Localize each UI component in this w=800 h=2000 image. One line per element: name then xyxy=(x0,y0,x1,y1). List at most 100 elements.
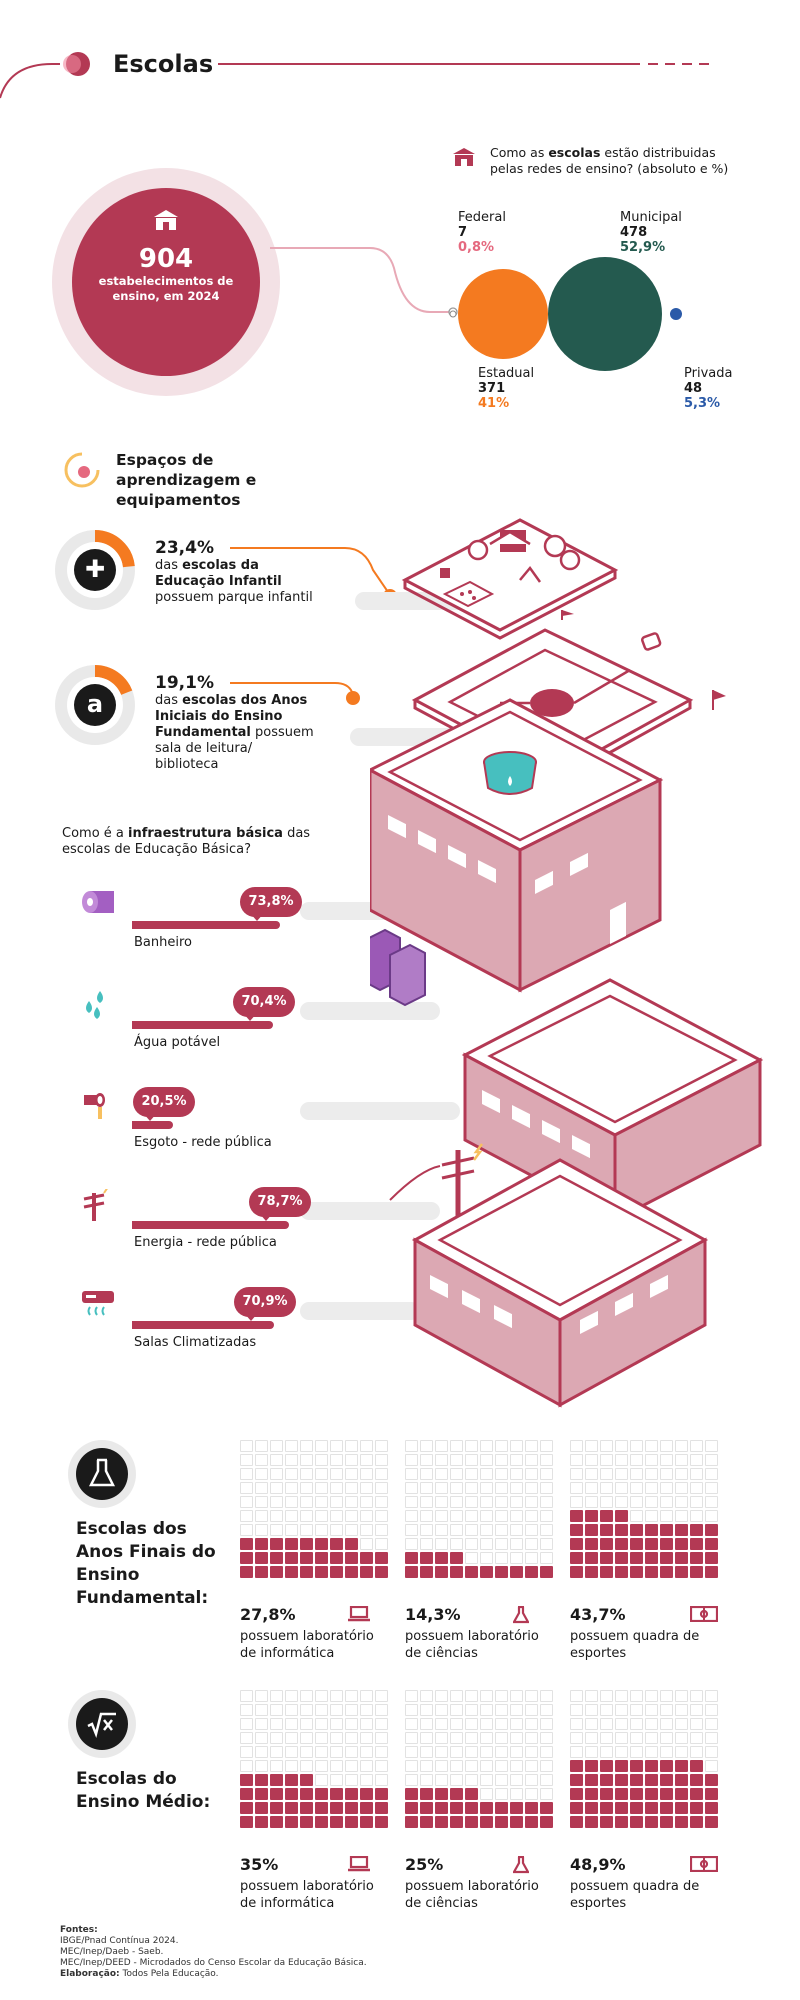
waffle-cell xyxy=(690,1510,703,1522)
waffle-cell xyxy=(240,1510,253,1522)
waffle-cell xyxy=(615,1732,628,1744)
waffle-cell xyxy=(420,1482,433,1494)
waffle-cell xyxy=(510,1704,523,1716)
waffle-cell xyxy=(645,1774,658,1786)
waffle-cell xyxy=(510,1690,523,1702)
waffle-cell xyxy=(315,1746,328,1758)
waffle-cell xyxy=(450,1760,463,1772)
waffle-cell xyxy=(570,1732,583,1744)
waffle-cell xyxy=(375,1788,388,1800)
waffle-cell xyxy=(345,1510,358,1522)
waffle-cell xyxy=(300,1454,313,1466)
waffle-cell xyxy=(645,1704,658,1716)
waffle-cell xyxy=(405,1760,418,1772)
waffle-cell xyxy=(525,1732,538,1744)
waffle-cell xyxy=(315,1816,328,1828)
waffle-cell xyxy=(600,1482,613,1494)
waffle-cell xyxy=(525,1788,538,1800)
waffle-cell xyxy=(705,1718,718,1730)
network-question: Como as escolas estão distribuidas pelas… xyxy=(490,145,729,176)
waffle-cell xyxy=(570,1482,583,1494)
waffle-cell xyxy=(375,1690,388,1702)
waffle-cell xyxy=(255,1816,268,1828)
waffle-cell xyxy=(705,1496,718,1508)
waffle-cell xyxy=(240,1538,253,1550)
waffle-cell xyxy=(690,1746,703,1758)
waffle-cell xyxy=(480,1774,493,1786)
waffle-cell xyxy=(630,1718,643,1730)
waffle-cell xyxy=(330,1510,343,1522)
waffle-cell xyxy=(360,1524,373,1536)
waffle-cell xyxy=(255,1718,268,1730)
waffle-cell xyxy=(495,1496,508,1508)
waffle-cell xyxy=(525,1454,538,1466)
waffle-cell xyxy=(450,1468,463,1480)
waffle-cell xyxy=(465,1732,478,1744)
waffle-cell xyxy=(330,1816,343,1828)
waffle-cell xyxy=(540,1566,553,1578)
waffle-cell xyxy=(645,1468,658,1480)
waffle-cell xyxy=(465,1440,478,1452)
waffle-cell xyxy=(585,1760,598,1772)
waffle-cell xyxy=(645,1566,658,1578)
waffle-cell xyxy=(660,1760,673,1772)
waffle-cell xyxy=(270,1746,283,1758)
waffle-cell xyxy=(465,1718,478,1730)
waffle-cell xyxy=(660,1496,673,1508)
waffle-cell xyxy=(435,1510,448,1522)
waffle-cell xyxy=(690,1538,703,1550)
waffle-cell xyxy=(345,1718,358,1730)
waffle-cell xyxy=(375,1760,388,1772)
waffle-cell xyxy=(480,1718,493,1730)
waffle-cell xyxy=(585,1718,598,1730)
waffle-cell xyxy=(630,1440,643,1452)
waffle-cell xyxy=(495,1690,508,1702)
waffle-cell xyxy=(690,1802,703,1814)
waffle-cell xyxy=(540,1690,553,1702)
waffle-cell xyxy=(525,1552,538,1564)
waffle-cell xyxy=(405,1690,418,1702)
waffle-cell xyxy=(345,1816,358,1828)
waffle-cell xyxy=(675,1690,688,1702)
waffle-cell xyxy=(675,1482,688,1494)
waffle-cell xyxy=(585,1566,598,1578)
bubble-privada xyxy=(670,308,682,320)
waffle-cell xyxy=(510,1482,523,1494)
waffle-cell xyxy=(675,1566,688,1578)
waffle-cell xyxy=(300,1482,313,1494)
waffle-cell xyxy=(645,1732,658,1744)
waffle-cell xyxy=(465,1510,478,1522)
waffle-cell xyxy=(690,1552,703,1564)
waffle-cell xyxy=(480,1454,493,1466)
waffle-cell xyxy=(435,1566,448,1578)
waffle-cell xyxy=(540,1524,553,1536)
waffle-cell xyxy=(630,1802,643,1814)
waffle-cell xyxy=(585,1704,598,1716)
waffle-cell xyxy=(480,1704,493,1716)
waffle-cell xyxy=(450,1704,463,1716)
waffle-cell xyxy=(420,1704,433,1716)
waffle-cell xyxy=(345,1774,358,1786)
waffle-cell xyxy=(540,1454,553,1466)
waffle-cell xyxy=(405,1524,418,1536)
waffle-cell xyxy=(285,1440,298,1452)
waffle-cell xyxy=(600,1788,613,1800)
school-icon xyxy=(72,208,260,236)
waffle-cell xyxy=(585,1732,598,1744)
waffle-cell xyxy=(510,1732,523,1744)
building-middle xyxy=(461,978,764,1223)
section-icon xyxy=(64,452,100,488)
waffle-cell xyxy=(690,1482,703,1494)
waffle-cell xyxy=(600,1538,613,1550)
waffle-cell xyxy=(540,1774,553,1786)
waffle-cell xyxy=(570,1774,583,1786)
waffle-cell xyxy=(345,1746,358,1758)
waffle-cell xyxy=(240,1440,253,1452)
building-front xyxy=(411,1158,709,1408)
waffle-cell xyxy=(315,1774,328,1786)
waffle-cell xyxy=(495,1482,508,1494)
waffle-cell xyxy=(540,1816,553,1828)
waffle-cell xyxy=(660,1468,673,1480)
waffle-cell xyxy=(705,1760,718,1772)
track xyxy=(300,1102,460,1120)
